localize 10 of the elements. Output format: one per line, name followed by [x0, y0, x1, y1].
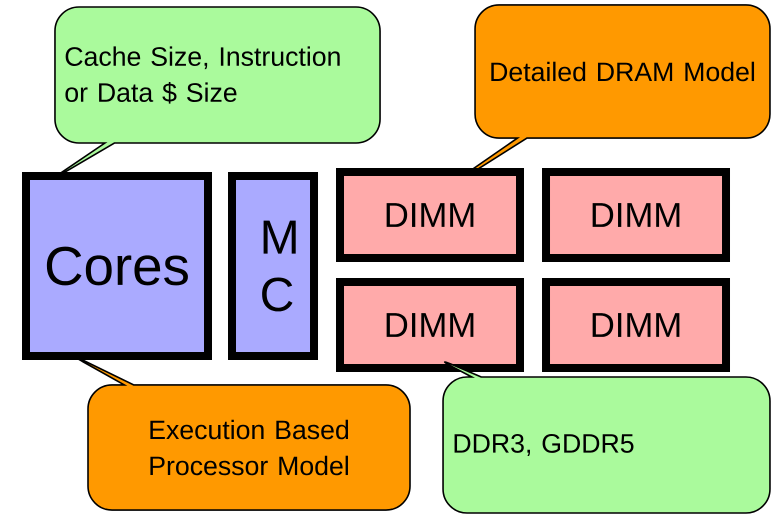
component-box: DIMM	[336, 278, 524, 372]
component-box: DIMM	[336, 168, 524, 262]
component-box: M C	[228, 172, 318, 360]
component-box: DIMM	[542, 278, 730, 372]
speech-bubble: Execution Based Processor Model	[74, 356, 411, 511]
speech-bubble: Cache Size, Instruction or Data $ Size	[54, 6, 381, 178]
component-box: Cores	[22, 172, 212, 360]
component-box: DIMM	[542, 168, 730, 262]
speech-bubble: Detailed DRAM Model	[428, 4, 771, 200]
speech-bubble: DDR3, GDDR5	[442, 361, 771, 514]
